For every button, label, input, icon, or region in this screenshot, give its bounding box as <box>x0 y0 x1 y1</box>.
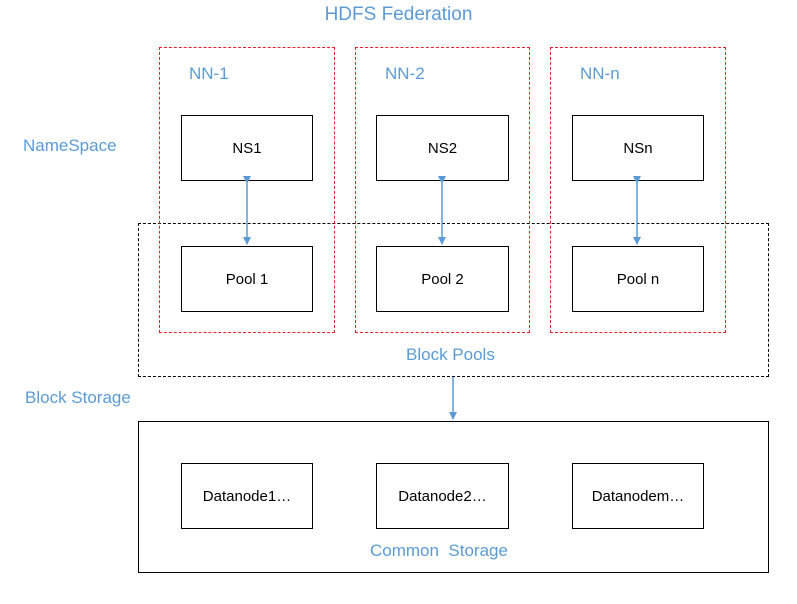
block-pools-frame <box>138 223 769 377</box>
namespace-label: NameSpace <box>23 136 117 155</box>
namespace-box-2: NS2 <box>376 115 509 181</box>
namenode-n-frame <box>550 47 726 333</box>
common-storage-label: Common Storage <box>370 541 508 560</box>
pool-box-2: Pool 2 <box>376 246 509 312</box>
namenode-n-label: NN-n <box>580 64 620 83</box>
datanode-box-2-label: Datanode2… <box>398 487 487 505</box>
namespace-box-1: NS1 <box>181 115 313 181</box>
namespace-box-n-label: NSn <box>623 139 653 157</box>
pool-box-2-label: Pool 2 <box>421 270 464 288</box>
namenode-2-label: NN-2 <box>385 64 425 83</box>
datanode-box-2: Datanode2… <box>376 463 509 529</box>
block-storage-label: Block Storage <box>25 388 131 407</box>
pool-box-1: Pool 1 <box>181 246 313 312</box>
namenode-1-label: NN-1 <box>189 64 229 83</box>
pool-box-n: Pool n <box>572 246 704 312</box>
block-pools-label: Block Pools <box>406 345 495 364</box>
common-storage-frame <box>138 421 769 573</box>
namespace-box-1-label: NS1 <box>232 139 262 157</box>
namenode-1-frame <box>159 47 335 333</box>
namenode-2-frame <box>355 47 530 333</box>
datanode-box-1-label: Datanode1… <box>202 487 292 505</box>
diagram-title: HDFS Federation <box>324 4 473 25</box>
namespace-box-2-label: NS2 <box>427 139 458 157</box>
datanode-box-1: Datanode1… <box>181 463 313 529</box>
pool-box-1-label: Pool 1 <box>225 270 269 288</box>
datanode-box-m: Datanodem… <box>572 463 704 529</box>
pool-box-n-label: Pool n <box>616 270 660 288</box>
datanode-box-m-label: Datanodem… <box>591 487 685 505</box>
